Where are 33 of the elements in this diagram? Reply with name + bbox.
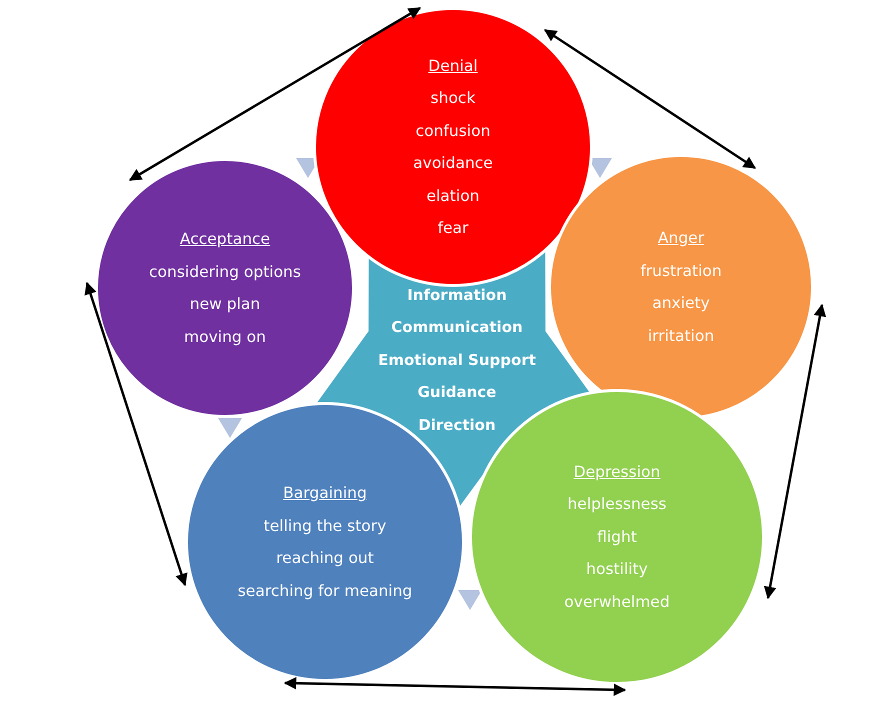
double-arrow [128, 6, 422, 182]
stage-heading: Acceptance [180, 229, 270, 250]
double-arrow [84, 282, 188, 586]
stage-heading: Bargaining [283, 483, 367, 504]
feeling-item: irritation [648, 326, 714, 346]
feeling-item: shock [430, 88, 476, 109]
feeling-item: avoidance [413, 153, 493, 174]
feeling-item: overwhelmed [564, 592, 670, 613]
stage-heading: Depression [574, 462, 660, 483]
feeling-item: hostility [586, 559, 648, 580]
feeling-item: flight [597, 526, 637, 548]
feeling-item: new plan [190, 294, 260, 315]
feeling-item: frustration [640, 260, 722, 282]
feeling-item: anxiety [652, 293, 710, 314]
feeling-item: searching for meaning [238, 580, 412, 602]
support-item: Information [407, 284, 507, 306]
feeling-item: confusion [416, 120, 490, 142]
stage-heading: Denial [428, 56, 478, 76]
support-item: Communication [391, 317, 523, 338]
support-item: Guidance [418, 382, 496, 404]
stage-heading: Anger [658, 228, 704, 249]
support-item: Direction [418, 414, 496, 436]
feeling-item: helplessness [567, 494, 666, 516]
feeling-item: considering options [149, 262, 301, 282]
feeling-item: elation [426, 186, 480, 206]
feeling-item: moving on [184, 326, 266, 348]
feeling-item: fear [438, 218, 468, 239]
feeling-item: reaching out [276, 548, 374, 569]
double-arrow [284, 676, 626, 696]
feeling-item: telling the story [264, 516, 386, 536]
support-item: Emotional Support [378, 350, 536, 371]
double-arrow [764, 304, 826, 600]
double-arrow [544, 28, 756, 170]
